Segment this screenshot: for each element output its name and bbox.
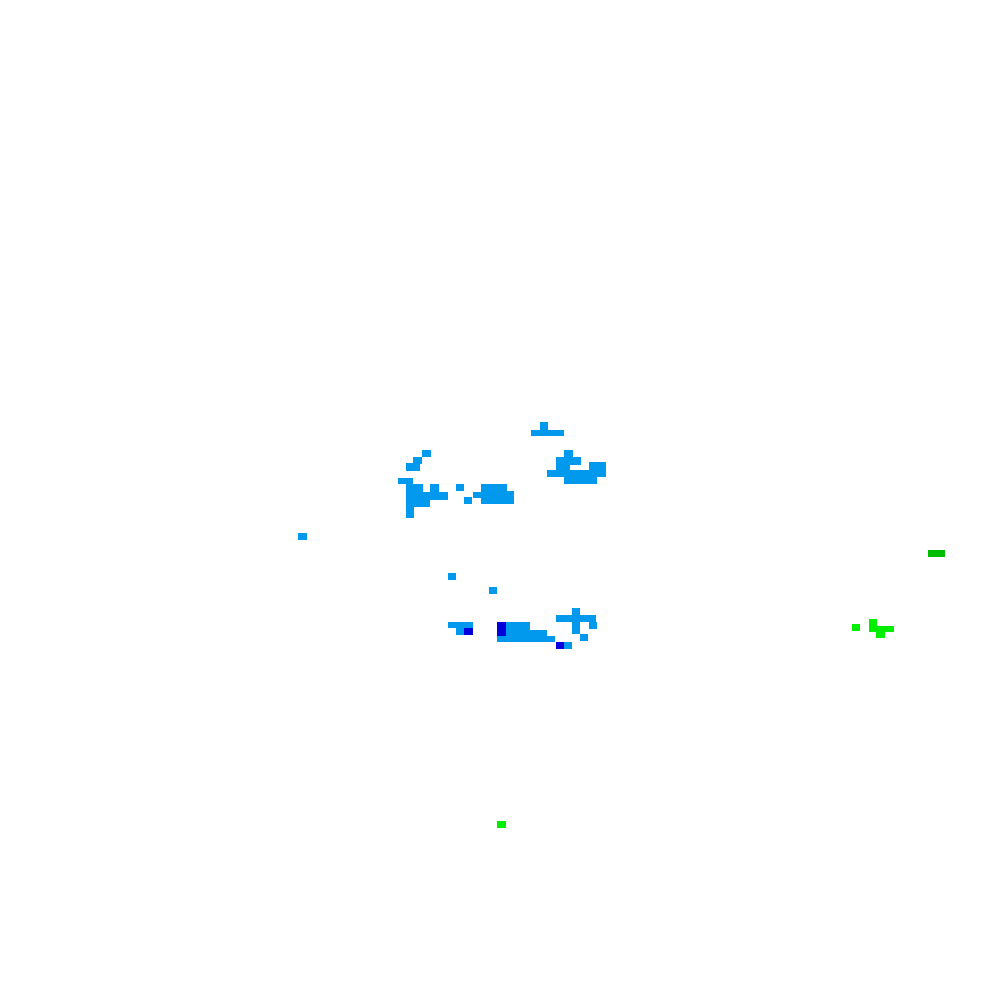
blob-south-green-dot [497, 821, 506, 828]
blob-center-cluster-cell-4 [464, 497, 472, 504]
blob-far-west-dot-cell-2 [489, 587, 497, 594]
blob-west-cluster-cell-0 [422, 450, 431, 457]
blob-far-west-dot-cell-0 [298, 533, 307, 540]
blob-south-cluster-cell-10 [564, 642, 572, 649]
blob-west-cluster-cell-7 [406, 500, 430, 507]
blob-west-cluster [398, 450, 448, 518]
blob-west-cluster-cell-1 [406, 463, 420, 471]
blob-east-green-cluster-cell-0 [852, 624, 860, 631]
blob-east-cluster-cell-3 [589, 462, 606, 470]
blob-far-west-dot-cell-1 [448, 573, 456, 580]
blob-east-green-cluster-cell-3 [876, 632, 885, 638]
blob-west-cluster-cell-3 [398, 478, 413, 484]
blob-center-cluster [456, 484, 514, 504]
blob-east-cluster-cell-1 [556, 457, 581, 465]
blob-center-cluster-cell-3 [481, 491, 514, 504]
blob-center-cluster-cell-0 [456, 484, 464, 491]
blob-east-cluster-cell-4 [547, 470, 606, 477]
blob-south-cluster-cell-0 [448, 622, 473, 628]
blob-south-cluster-cell-5 [572, 608, 580, 615]
blob-south-core [464, 622, 564, 649]
blob-west-cluster-cell-4 [406, 484, 423, 492]
blob-east-green-bar [928, 550, 945, 557]
blob-south-cluster-cell-3 [497, 630, 547, 636]
blob-south-cluster-cell-8 [589, 622, 597, 629]
blob-south-cluster-cell-7 [572, 622, 580, 634]
blob-south-cluster-cell-9 [580, 634, 588, 641]
blob-north-ridge [531, 422, 564, 436]
blob-center-cluster-cell-2 [481, 484, 507, 491]
blob-far-west-dot [298, 533, 497, 594]
blob-south-cluster-cell-2 [497, 622, 530, 630]
blob-east-green-bar-cell-0 [928, 550, 945, 557]
blob-west-cluster-cell-5 [430, 484, 439, 492]
blob-west-cluster-cell-6 [406, 492, 448, 500]
blob-south-cluster-cell-6 [556, 615, 596, 622]
blob-north-ridge-cell-1 [531, 430, 564, 436]
blob-east-green-cluster-cell-2 [869, 626, 894, 632]
blob-south-core-cell-1 [497, 622, 506, 636]
blob-south-cluster [448, 608, 597, 649]
blob-north-ridge-cell-0 [540, 422, 548, 430]
blob-south-core-cell-0 [464, 628, 473, 635]
blob-west-cluster-cell-2 [413, 457, 422, 464]
blob-east-cluster-cell-2 [556, 465, 570, 471]
blob-east-green-cluster-cell-1 [869, 619, 877, 626]
blob-center-cluster-cell-1 [473, 492, 482, 498]
blob-east-cluster-cell-0 [564, 450, 573, 458]
blob-south-cluster-cell-4 [497, 636, 555, 642]
blob-south-core-cell-2 [556, 642, 564, 649]
blob-east-cluster [547, 450, 606, 484]
blob-south-cluster-cell-1 [456, 628, 465, 635]
blob-south-green-dot-cell-0 [497, 821, 506, 828]
blob-east-green-cluster [852, 619, 894, 638]
blob-west-cluster-cell-8 [406, 507, 414, 518]
blob-east-cluster-cell-5 [564, 477, 597, 484]
